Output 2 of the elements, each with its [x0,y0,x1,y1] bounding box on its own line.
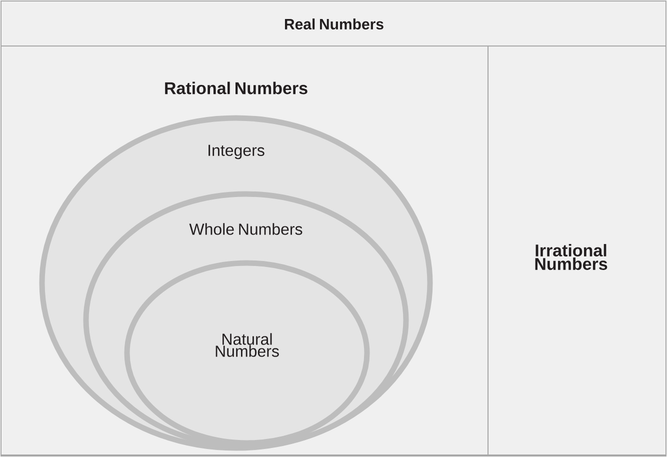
node-label: Whole Numbers [189,223,302,235]
set-region: Irrational Numbers [488,46,666,456]
